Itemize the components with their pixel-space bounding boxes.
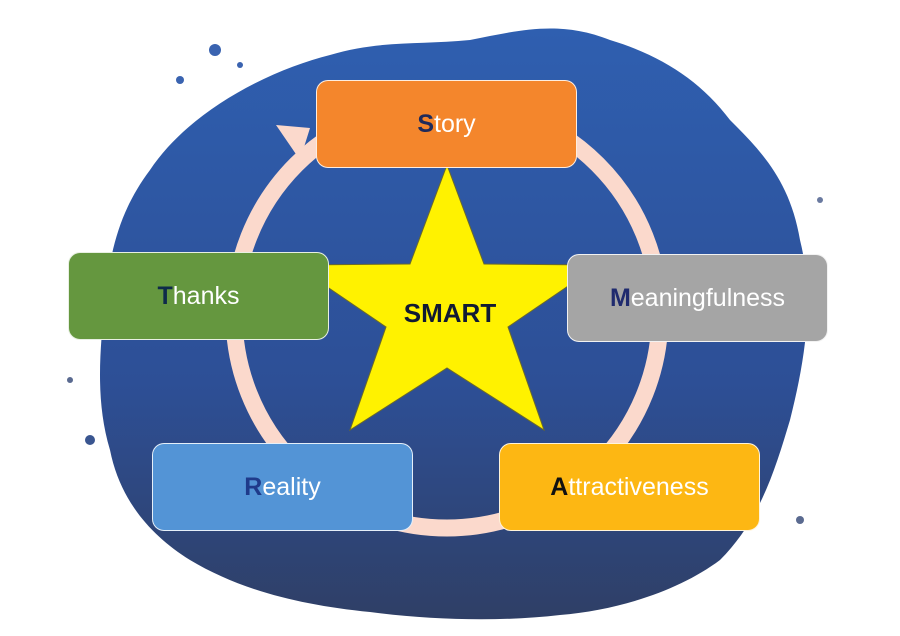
step-reality-rest: eality — [262, 472, 321, 501]
step-thanks-initial: T — [157, 281, 173, 310]
step-reality-initial: R — [244, 472, 263, 501]
arrowhead-icon — [276, 125, 310, 160]
step-story-rest: tory — [434, 109, 476, 138]
step-meaningfulness-rest: eaningfulness — [630, 283, 786, 312]
star-shape — [293, 163, 601, 432]
step-attractiveness-initial: A — [550, 472, 569, 501]
step-story-initial: S — [417, 109, 434, 138]
step-thanks-rest: hanks — [172, 281, 240, 310]
center-label-smart: SMART — [403, 298, 497, 328]
step-attractiveness-rest: ttractiveness — [568, 472, 709, 501]
step-meaningfulness-initial: M — [609, 283, 631, 312]
